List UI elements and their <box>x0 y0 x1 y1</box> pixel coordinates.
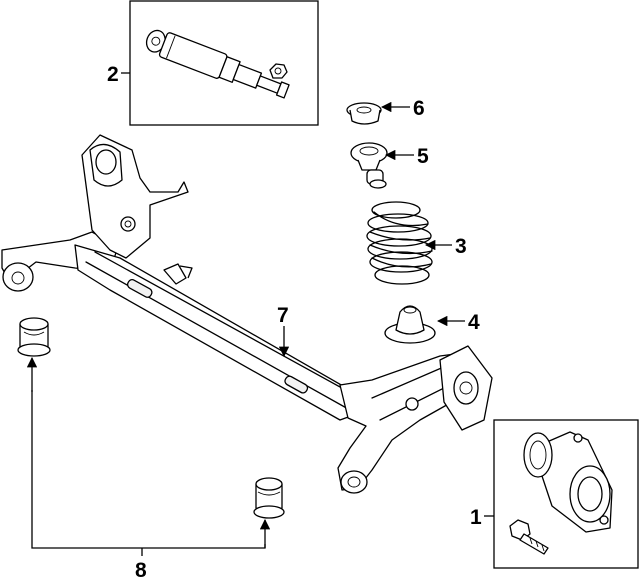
callout-6: 6 <box>413 97 425 120</box>
callout-8: 8 <box>135 559 147 579</box>
spring-upper-seat-part <box>346 102 382 125</box>
pivot-bushing-part-2 <box>253 477 285 519</box>
shock-absorber-part <box>145 29 290 99</box>
jounce-bumper-part <box>350 142 388 189</box>
shock-mount-nut-part <box>269 63 288 79</box>
spring-lower-seat-part <box>384 305 436 344</box>
callout-7: 7 <box>277 304 289 327</box>
callout-2: 2 <box>107 63 119 86</box>
callout-3: 3 <box>455 235 467 258</box>
callout-1: 1 <box>470 506 482 529</box>
hub-bearing-group <box>493 419 639 569</box>
pivot-bushing-part <box>17 317 51 357</box>
shock-absorber-group <box>129 0 319 126</box>
callout-5: 5 <box>417 145 429 168</box>
hub-bolt-part <box>509 519 549 555</box>
coil-spring-part <box>366 201 433 285</box>
callout-4: 4 <box>468 311 480 334</box>
hub-bearing-part <box>523 431 613 533</box>
axle-beam-part <box>1 134 493 494</box>
leader-8 <box>31 390 266 549</box>
